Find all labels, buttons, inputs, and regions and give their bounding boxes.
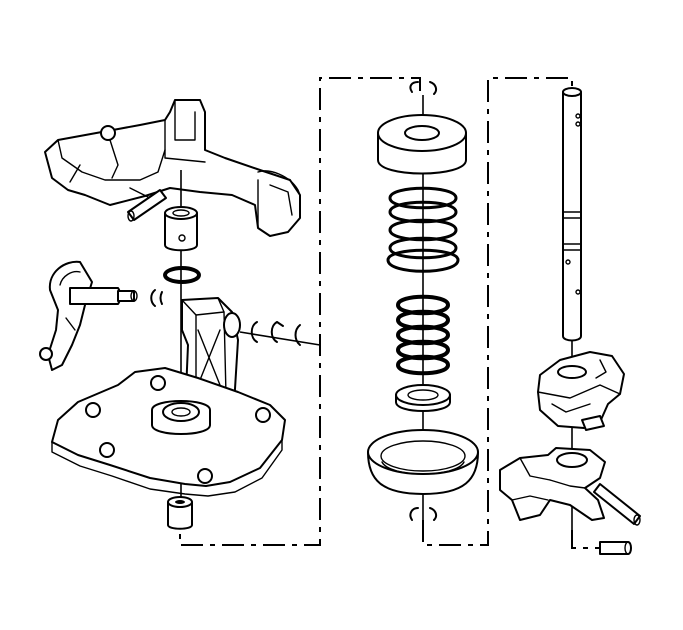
shift-lever-housing bbox=[44, 99, 301, 237]
outer-spring bbox=[386, 186, 460, 273]
spring-retainer-cup bbox=[367, 429, 479, 495]
shaft-clip bbox=[150, 289, 163, 307]
bottom-clip bbox=[409, 507, 438, 521]
shift-shaft-lever bbox=[39, 260, 138, 371]
spring-cap bbox=[377, 114, 467, 175]
upper-shift-fork bbox=[537, 351, 625, 431]
lower-bushing bbox=[167, 496, 193, 530]
spring-seat-washer bbox=[395, 384, 451, 412]
top-clip bbox=[409, 81, 438, 95]
inner-spring bbox=[396, 294, 450, 376]
connection-lines bbox=[179, 77, 600, 549]
shift-lever-bushing bbox=[164, 206, 198, 252]
o-ring bbox=[163, 266, 201, 284]
lower-shift-fork bbox=[499, 447, 606, 521]
cover-plate bbox=[51, 367, 286, 497]
roll-pins bbox=[593, 483, 641, 555]
housing-roll-pin bbox=[127, 189, 167, 222]
shift-shaft bbox=[562, 87, 582, 342]
retaining-clips bbox=[239, 321, 321, 346]
